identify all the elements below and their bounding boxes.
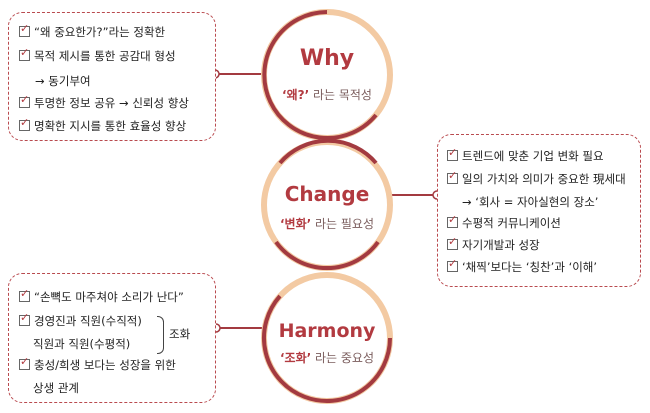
why-item-3: 투명한 정보 공유 → 신뢰성 향상: [19, 93, 189, 110]
why-item-2-continuation: → 동기부여: [35, 74, 91, 88]
connector-change: [390, 190, 442, 200]
change-item-2-continuation: → ‘회사 = 자아실현의 장소’: [462, 195, 599, 209]
checkbox-icon: [19, 116, 30, 131]
change-subtitle-em: ‘변화’: [279, 217, 312, 231]
checkbox-icon: [19, 311, 30, 326]
harmony-title: Harmony: [278, 320, 376, 342]
harmony-item-2: 경영진과 직원(수직적): [19, 311, 142, 328]
why-subtitle: ‘왜?’ 라는 목적성: [257, 86, 397, 103]
change-item-4: 자기개발과 성장: [447, 235, 540, 252]
checkbox-icon: [19, 46, 30, 61]
why-title: Why: [299, 46, 355, 71]
harmony-item-3-text: 충성/희생 보다는 성장을 위한: [34, 358, 176, 372]
harmony-subtitle-em: ‘조화’: [279, 351, 312, 365]
why-item-1-text: “왜 중요한가?”라는 정확한: [34, 25, 166, 39]
why-item-1: “왜 중요한가?”라는 정확한: [19, 22, 166, 39]
change-item-2-text: 일의 가치와 의미가 중요한 現세대: [462, 172, 626, 186]
harmony-brace: [157, 316, 164, 354]
checkbox-icon: [19, 287, 30, 302]
harmony-item-3: 충성/희생 보다는 성장을 위한: [19, 355, 176, 372]
change-item-1-text: 트렌드에 맞춘 기업 변화 필요: [462, 149, 604, 163]
change-item-3-text: 수평적 커뮤니케이션: [462, 216, 561, 230]
change-subtitle-rest: 라는 필요성: [311, 217, 375, 231]
harmony-brace-label: 조화: [169, 327, 191, 341]
why-subtitle-em: ‘왜?’: [282, 88, 310, 102]
change-subtitle: ‘변화’ 라는 필요성: [257, 215, 397, 232]
checkbox-icon: [447, 213, 458, 228]
ring-harmony: [261, 272, 393, 404]
harmony-box: “손뼉도 마주쳐야 소리가 난다” 경영진과 직원(수직적) 직원과 직원(수평…: [8, 273, 216, 403]
checkbox-icon: [19, 22, 30, 37]
why-box: “왜 중요한가?”라는 정확한 목적 제시를 통한 공감대 형성 → 동기부여 …: [8, 12, 216, 141]
harmony-item-2-line-b: 직원과 직원(수평적): [33, 337, 131, 351]
change-box: 트렌드에 맞춘 기업 변화 필요 일의 가치와 의미가 중요한 現세대 → ‘회…: [437, 134, 641, 287]
why-item-4: 명확한 지시를 통한 효율성 향상: [19, 116, 187, 133]
checkbox-icon: [447, 169, 458, 184]
change-item-5-text: ‘채찍’보다는 ‘칭찬’과 ‘이해’: [462, 260, 598, 274]
change-item-1: 트렌드에 맞춘 기업 변화 필요: [447, 146, 604, 163]
ring-change: [261, 138, 393, 271]
change-title: Change: [284, 182, 370, 206]
checkbox-icon: [19, 355, 30, 370]
why-item-2: 목적 제시를 통한 공감대 형성: [19, 46, 176, 63]
change-item-2: 일의 가치와 의미가 중요한 現세대: [447, 169, 626, 186]
checkbox-icon: [447, 257, 458, 272]
why-item-2-text: 목적 제시를 통한 공감대 형성: [34, 49, 176, 63]
change-item-3: 수평적 커뮤니케이션: [447, 213, 561, 230]
why-item-3-text: 투명한 정보 공유 → 신뢰성 향상: [34, 96, 189, 110]
change-item-4-text: 자기개발과 성장: [462, 238, 540, 252]
checkbox-icon: [447, 235, 458, 250]
why-item-4-text: 명확한 지시를 통한 효율성 향상: [34, 119, 187, 133]
harmony-item-3-continuation: 상생 관계: [33, 381, 79, 395]
checkbox-icon: [447, 146, 458, 161]
harmony-subtitle: ‘조화’ 라는 중요성: [257, 349, 397, 366]
ring-why: [261, 9, 393, 141]
why-subtitle-rest: 라는 목적성: [309, 88, 372, 102]
harmony-item-1: “손뼉도 마주쳐야 소리가 난다”: [19, 287, 184, 304]
harmony-subtitle-rest: 라는 중요성: [311, 351, 375, 365]
change-item-5: ‘채찍’보다는 ‘칭찬’과 ‘이해’: [447, 257, 598, 274]
connector-why: [210, 69, 265, 79]
harmony-item-2-text: 경영진과 직원(수직적): [34, 314, 142, 328]
harmony-item-1-text: “손뼉도 마주쳐야 소리가 난다”: [34, 290, 184, 304]
checkbox-icon: [19, 93, 30, 108]
